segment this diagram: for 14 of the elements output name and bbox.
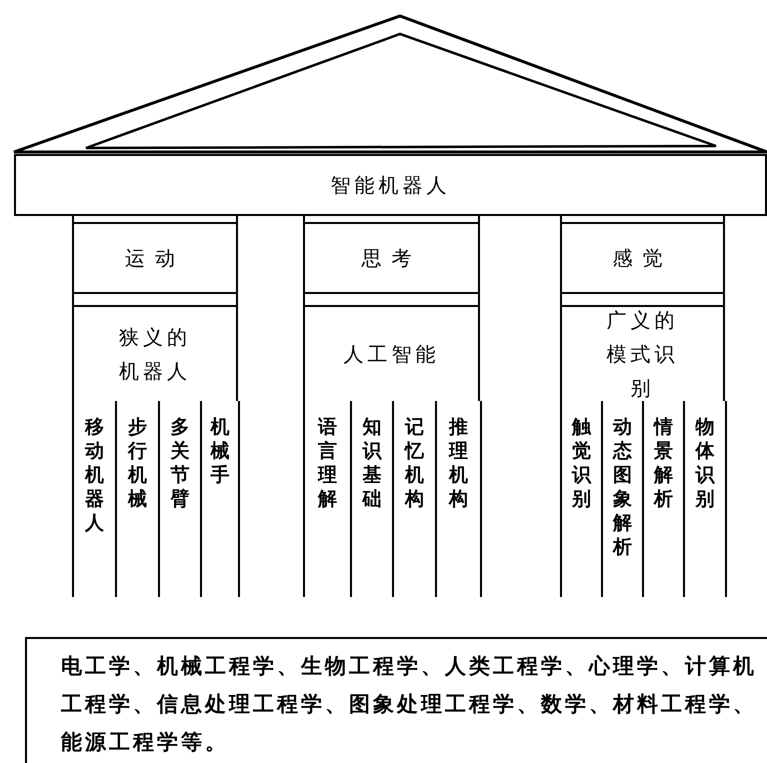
column-box: 触觉识别 [560,401,603,597]
column-box: 机械手 [200,401,240,597]
label-box: 思考 [303,222,480,294]
column-box: 语言理解 [303,401,352,597]
label-box: 广义的模式识别 [560,305,725,403]
label-box: 感觉 [560,222,725,294]
label-box: 狭义的机器人 [72,305,238,403]
label-box: 运动 [72,222,238,294]
note-text: 电工学、机械工程学、生物工程学、人类工程学、心理学、计算机工程学、信息处理工程学、图象处理工程学、数学、材料工程学、能源工程学等。 [25,637,767,763]
column-box: 移动机器人 [72,401,117,597]
title-band: 智能机器人 [14,154,767,216]
column-box: 推理机构 [435,401,482,597]
column-box: 物体识别 [683,401,727,597]
label-box: 人工智能 [303,305,480,403]
